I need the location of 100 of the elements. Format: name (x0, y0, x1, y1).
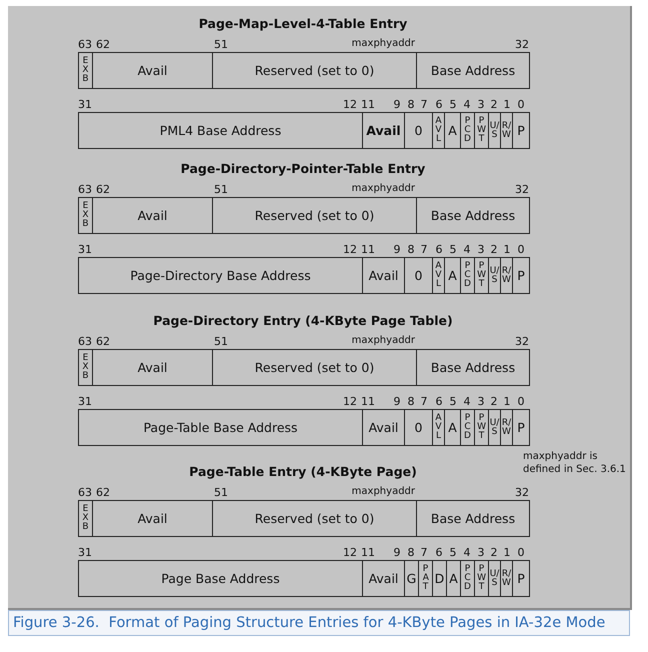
bit-field: Avail (362, 257, 405, 294)
bit-field: A (444, 257, 461, 294)
bit-field: Reserved (set to 0) (212, 52, 417, 89)
bit-field: A (444, 112, 461, 149)
figure-caption: Figure 3-26. Format of Paging Structure Entries for 4-KByte Pages in IA-32e Mode (8, 610, 630, 636)
bit-number: 32 (515, 39, 529, 51)
bit-field: Avail (362, 560, 405, 597)
bit-number: 11 (361, 396, 375, 408)
bit-number: 32 (515, 487, 529, 499)
bit-number: 2 (490, 396, 498, 408)
bit-field: Page-Table Base Address (78, 409, 363, 446)
bit-number: 11 (361, 244, 375, 256)
bit-field: PCD (460, 112, 475, 149)
bit-field: Avail (92, 52, 213, 89)
bit-number: 9 (394, 244, 400, 256)
bit-number: 62 (96, 487, 110, 499)
section-title: Page-Directory-Pointer-Table Entry (180, 163, 426, 175)
bit-number: 0 (518, 99, 524, 111)
bit-field: R/W (500, 112, 513, 149)
bit-field: Page-Directory Base Address (78, 257, 363, 294)
bit-field: Base Address (416, 500, 530, 537)
bit-number: 63 (78, 39, 92, 51)
bit-number: 8 (408, 244, 414, 256)
section-title: Page-Directory Entry (4-KByte Page Table) (153, 315, 453, 327)
bit-number: 62 (96, 336, 110, 348)
section-title: Page-Table Entry (4-KByte Page) (189, 466, 417, 478)
bit-field: PWT (474, 409, 489, 446)
bit-field: A (444, 409, 461, 446)
bit-field: PAT (418, 560, 433, 597)
bit-field: Avail (92, 500, 213, 537)
bit-number: 9 (394, 99, 400, 111)
bit-number: 51 (214, 184, 228, 196)
bit-number: maxphyaddr (352, 183, 415, 195)
bit-field: PWT (474, 560, 489, 597)
bit-number: 6 (436, 99, 442, 111)
bit-number: 5 (450, 547, 456, 559)
bit-number: 2 (490, 99, 498, 111)
bit-field: P (512, 112, 530, 149)
bit-number: 31 (78, 244, 92, 256)
bit-number: 12 (343, 244, 357, 256)
bit-field: Avail (92, 349, 213, 386)
bit-number: 9 (394, 396, 400, 408)
bit-number: 6 (436, 547, 442, 559)
bit-number: 2 (490, 547, 498, 559)
bit-number: 63 (78, 487, 92, 499)
bit-number: 6 (436, 244, 442, 256)
bit-number: 62 (96, 39, 110, 51)
bit-field: 0 (404, 409, 433, 446)
bit-field: R/W (500, 409, 513, 446)
bit-field: Avail (92, 197, 213, 234)
bit-field: Reserved (set to 0) (212, 349, 417, 386)
bit-number: 3 (478, 547, 484, 559)
bit-number: 63 (78, 336, 92, 348)
bit-number: 32 (515, 184, 529, 196)
bit-field: PCD (460, 257, 475, 294)
bit-number: 3 (478, 99, 484, 111)
bit-number: 8 (408, 99, 414, 111)
bit-number: 0 (518, 244, 524, 256)
section-title: Page-Map-Level-4-Table Entry (198, 18, 408, 30)
bit-number: 63 (78, 184, 92, 196)
bit-number: 32 (515, 336, 529, 348)
bit-number: maxphyaddr (352, 335, 415, 347)
bit-number: 62 (96, 184, 110, 196)
bit-number: 5 (450, 99, 456, 111)
bit-field: D (432, 560, 447, 597)
bit-number: 31 (78, 547, 92, 559)
bit-field: Avail (362, 409, 405, 446)
bit-number: 51 (214, 336, 228, 348)
bit-number: 5 (450, 396, 456, 408)
bit-field: Base Address (416, 349, 530, 386)
bit-number: 3 (478, 396, 484, 408)
note: maxphyaddr is defined in Sec. 3.6.1 (523, 450, 627, 476)
bit-field: Page Base Address (78, 560, 363, 597)
bit-number: 12 (343, 396, 357, 408)
bit-field: Reserved (set to 0) (212, 197, 417, 234)
bit-number: 12 (343, 99, 357, 111)
bit-field: Reserved (set to 0) (212, 500, 417, 537)
bit-number: 5 (450, 244, 456, 256)
bit-field: U/S (488, 112, 501, 149)
bit-number: 31 (78, 396, 92, 408)
bit-field: Avail (362, 112, 405, 149)
bit-field: EXB (78, 500, 93, 537)
bit-field: U/S (488, 409, 501, 446)
bit-field: PWT (474, 257, 489, 294)
bit-number: 3 (478, 244, 484, 256)
bit-number: 0 (518, 547, 524, 559)
bit-field: A (446, 560, 461, 597)
bit-number: 51 (214, 39, 228, 51)
bit-number: 7 (420, 99, 428, 111)
bit-field: U/S (488, 257, 501, 294)
bit-number: 4 (464, 99, 470, 111)
bit-number: 1 (504, 244, 510, 256)
bit-field: PWT (474, 112, 489, 149)
bit-field: PCD (460, 560, 475, 597)
bit-field: AVL (432, 112, 445, 149)
bit-number: 4 (464, 244, 470, 256)
bit-number: 51 (214, 487, 228, 499)
bit-number: 0 (518, 396, 524, 408)
bit-field: AVL (432, 409, 445, 446)
bit-field: P (512, 409, 530, 446)
